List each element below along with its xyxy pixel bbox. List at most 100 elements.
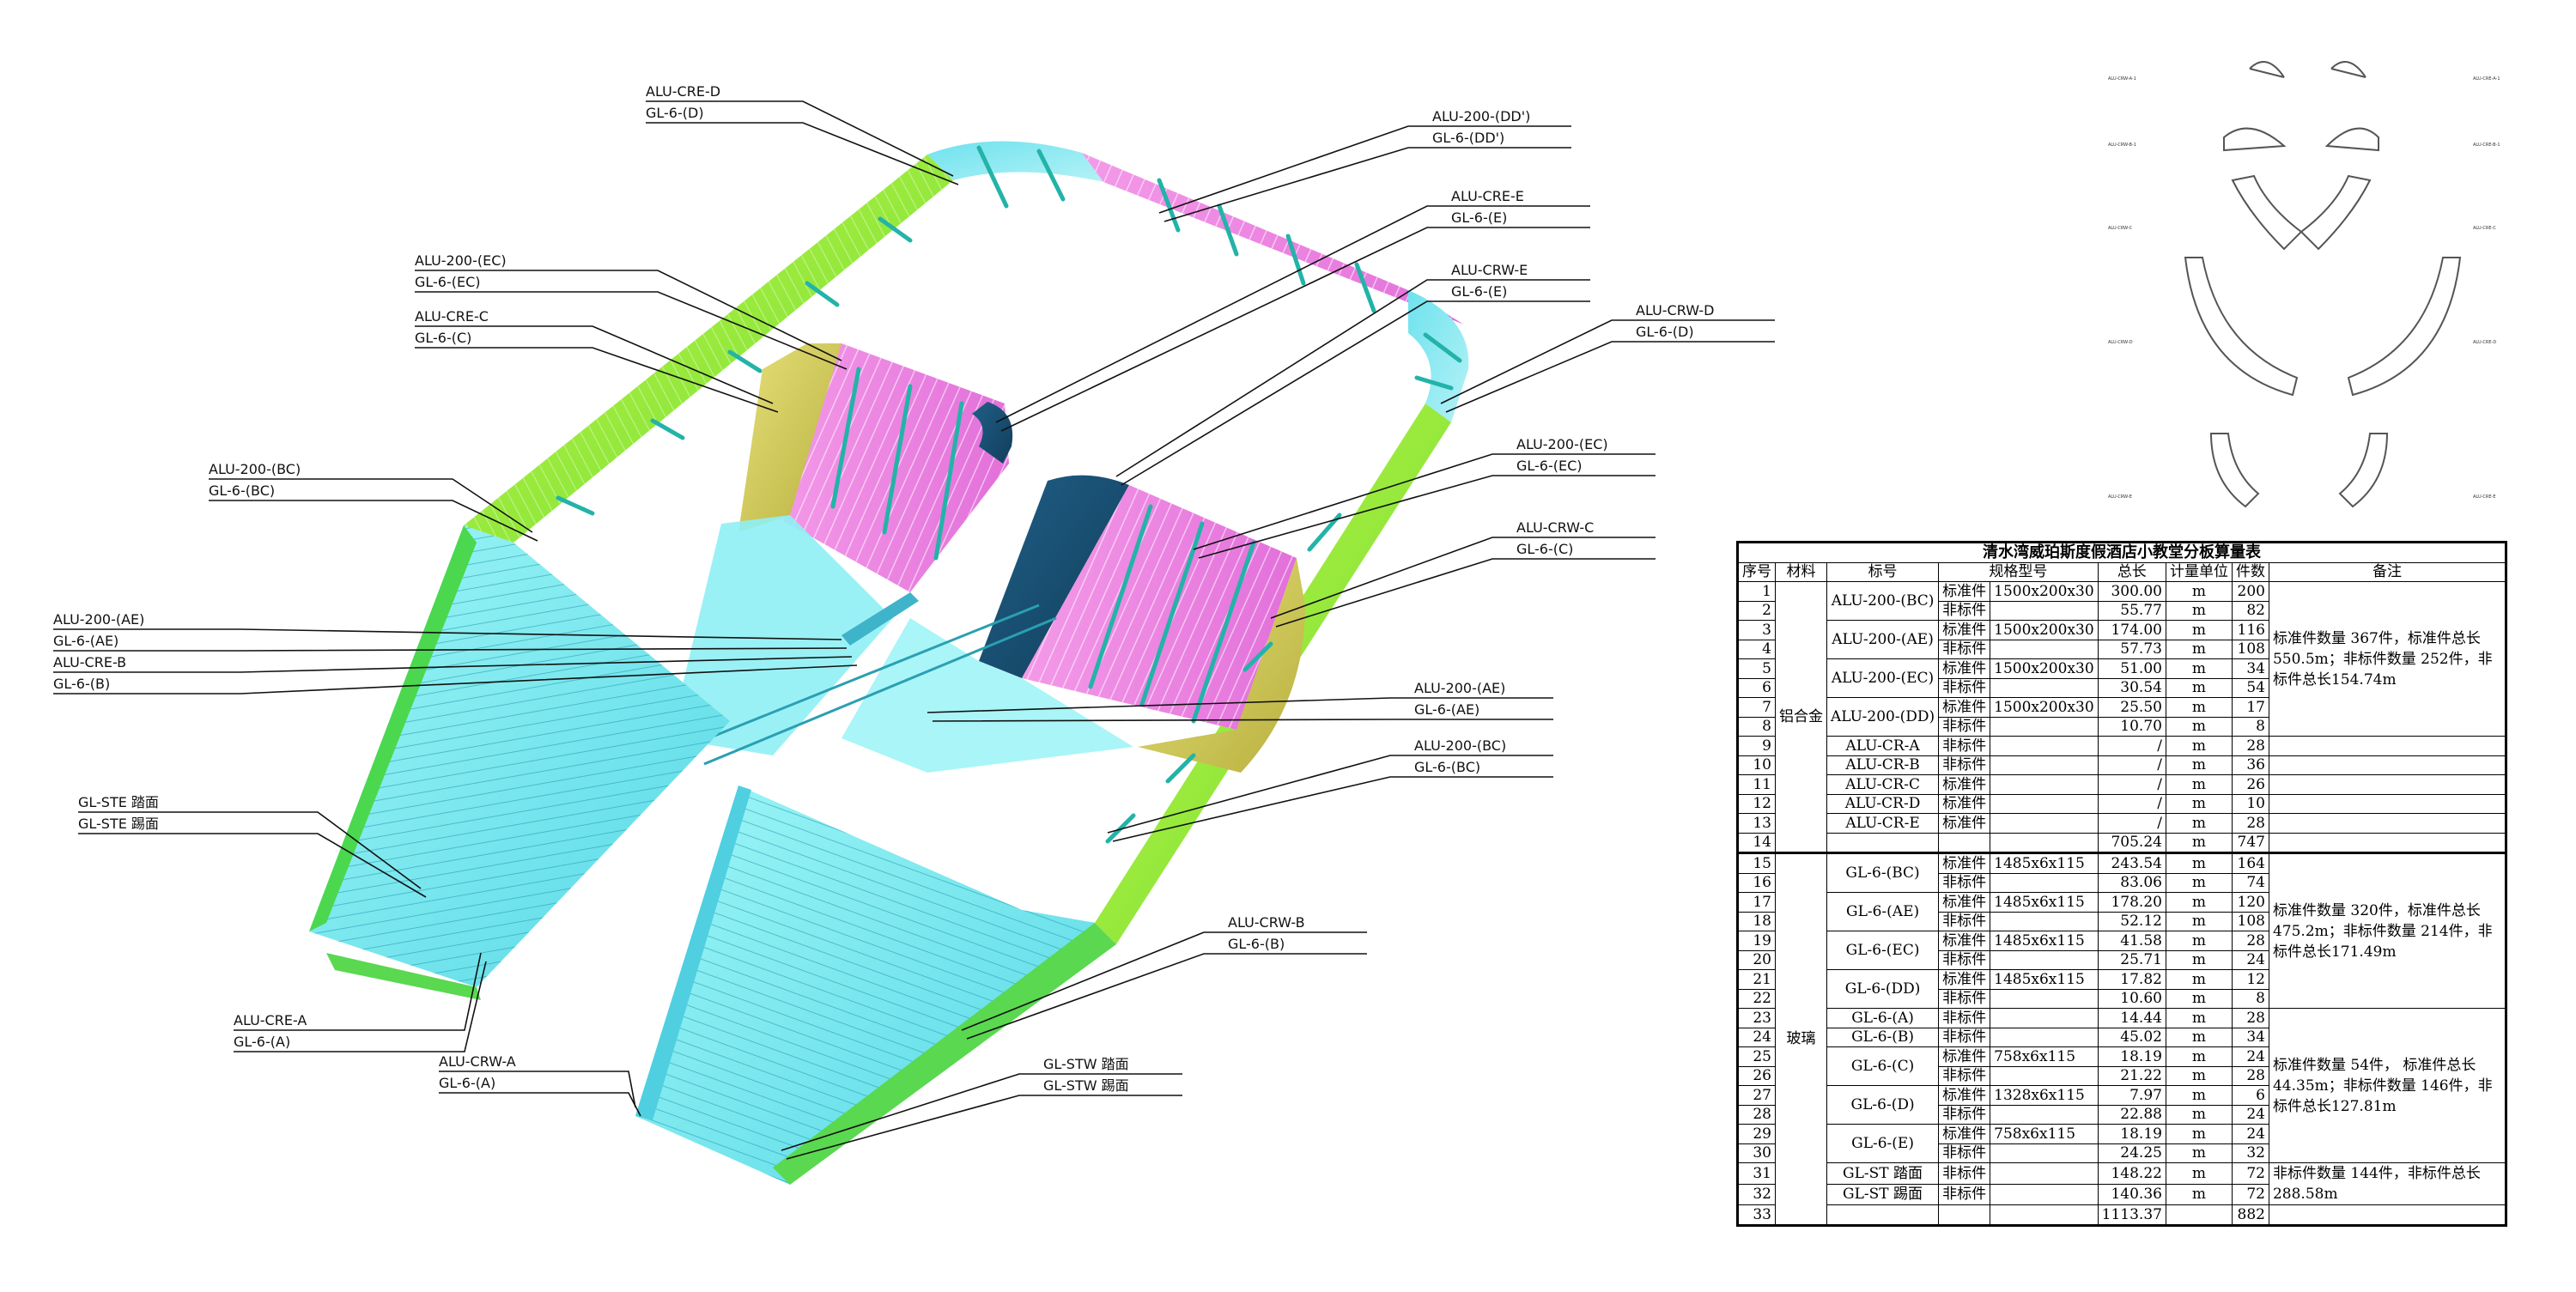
thumb-label: ALU-CRW-E xyxy=(2108,494,2132,500)
callout-leader xyxy=(415,347,779,413)
cell-qty: 116 xyxy=(2231,620,2269,640)
cell-spec xyxy=(1990,1104,2099,1125)
cell-mark: GL-6-(AE) xyxy=(1826,892,1940,931)
cell-no: 10 xyxy=(1737,755,1776,775)
cell-spec: 1485x6x115 xyxy=(1990,892,2099,913)
header-qty: 件数 xyxy=(2231,561,2269,582)
cell-spec xyxy=(1990,872,2099,893)
thumb-label: ALU-CRW-D xyxy=(2108,340,2133,345)
cell-spec xyxy=(1990,1027,2099,1047)
callout-label: GL-6-(D) xyxy=(1636,324,1694,340)
callout-leader xyxy=(234,961,487,1052)
cell-no: 28 xyxy=(1737,1104,1776,1125)
callout-leader xyxy=(646,100,954,177)
cell-spec xyxy=(1990,1143,2099,1163)
cell-qty: 72 xyxy=(2231,1162,2269,1185)
right-stair-edge-green xyxy=(773,923,1116,1185)
cell-type: 标准件 xyxy=(1938,620,1991,640)
cell-spec: 1328x6x115 xyxy=(1990,1085,2099,1106)
cell-qty: 12 xyxy=(2231,969,2269,990)
callout-label: GL-6-(A) xyxy=(439,1075,495,1091)
cell-no: 31 xyxy=(1737,1162,1776,1185)
cell-mark: GL-6-(DD) xyxy=(1826,969,1940,1009)
cell-type: 非标件 xyxy=(1938,1027,1991,1047)
callout-crw-b: ALU-CRW-BGL-6-(B) xyxy=(961,914,1367,1040)
cell-no: 17 xyxy=(1737,892,1776,913)
cell-qty: 28 xyxy=(2231,1008,2269,1028)
callout-label: GL-6-(D) xyxy=(646,105,704,121)
cell-no: 27 xyxy=(1737,1085,1776,1106)
callout-leader xyxy=(78,833,427,898)
cell-unit: m xyxy=(2165,1046,2233,1067)
callout-leader xyxy=(53,656,853,673)
cell-qty: 28 xyxy=(2231,1065,2269,1086)
cell-spec xyxy=(1990,1008,2099,1028)
cell-note: 非标件数量 144件，非标件总长288.58m xyxy=(2268,1162,2507,1205)
cell-qty: 24 xyxy=(2231,1124,2269,1144)
thumb-label: ALU-CRE-C xyxy=(2473,226,2496,231)
callout-leader xyxy=(1270,537,1656,619)
cell-qty: 747 xyxy=(2231,832,2269,853)
cell-mark: GL-ST 踢面 xyxy=(1826,1183,1940,1205)
cell-unit: m xyxy=(2165,1143,2233,1163)
callout-label: ALU-CRE-E xyxy=(1451,188,1524,204)
callout-label: GL-6-(BC) xyxy=(1414,759,1480,775)
cell-unit: m xyxy=(2165,658,2233,679)
header-no: 序号 xyxy=(1737,561,1776,582)
cell-spec xyxy=(1990,988,2099,1009)
header-unit: 计量单位 xyxy=(2165,561,2233,582)
cell-no: 9 xyxy=(1737,736,1776,756)
cell-spec: 1500x200x30 xyxy=(1990,697,2099,718)
callout-label: GL-STW 踢面 xyxy=(1043,1077,1129,1094)
cell-length: 83.06 xyxy=(2097,872,2166,893)
cell-length: / xyxy=(2097,774,2166,795)
cell-spec: 758x6x115 xyxy=(1990,1046,2099,1067)
cell-type: 非标件 xyxy=(1938,1065,1991,1086)
callout-dd-top: ALU-200-(DD')GL-6-(DD') xyxy=(1158,108,1571,222)
cell-spec: 1485x6x115 xyxy=(1990,969,2099,990)
callout-leader xyxy=(646,122,959,185)
callout-crw-e: ALU-CRW-EGL-6-(E) xyxy=(1115,262,1590,486)
callout-label: GL-STE 踏面 xyxy=(78,794,159,810)
cell-mark: GL-ST 踏面 xyxy=(1826,1162,1940,1185)
cell-length: 18.19 xyxy=(2097,1124,2166,1144)
cell-type: 非标件 xyxy=(1938,677,1991,698)
cell-length: 52.12 xyxy=(2097,911,2166,931)
callout-label: GL-STW 踏面 xyxy=(1043,1056,1129,1072)
cell-type: 非标件 xyxy=(1938,872,1991,893)
callout-leader xyxy=(961,931,1367,1031)
cell-note xyxy=(2268,755,2507,775)
callout-cre-e: ALU-CRE-EGL-6-(E) xyxy=(995,188,1590,432)
thumb-label: ALU-CRW-A-1 xyxy=(2108,76,2136,82)
cell-length: / xyxy=(2097,755,2166,775)
callout-leader xyxy=(78,811,422,889)
cell-unit: m xyxy=(2165,832,2233,853)
callout-leader xyxy=(209,500,538,542)
cell-spec: 1500x200x30 xyxy=(1990,620,2099,640)
cell-mark xyxy=(1826,832,1940,853)
cell-no: 29 xyxy=(1737,1124,1776,1144)
cell-qty: 6 xyxy=(2231,1085,2269,1106)
cell-no: 33 xyxy=(1737,1204,1776,1226)
cell-no: 3 xyxy=(1737,620,1776,640)
cell-length: 705.24 xyxy=(2097,832,2166,853)
cell-mark: ALU-CR-A xyxy=(1826,736,1940,756)
cell-qty: 54 xyxy=(2231,677,2269,698)
thumb-label: ALU-CRE-A-1 xyxy=(2473,76,2500,82)
cell-unit: m xyxy=(2165,931,2233,951)
callout-cre-d: ALU-CRE-DGL-6-(D) xyxy=(646,83,959,185)
cell-spec xyxy=(1990,755,2099,775)
cell-note xyxy=(2268,774,2507,795)
callout-label: ALU-200-(AE) xyxy=(1414,680,1505,696)
thumb-label: ALU-CRW-B-1 xyxy=(2108,143,2136,148)
cell-unit: m xyxy=(2165,774,2233,795)
cell-spec xyxy=(1990,677,2099,698)
